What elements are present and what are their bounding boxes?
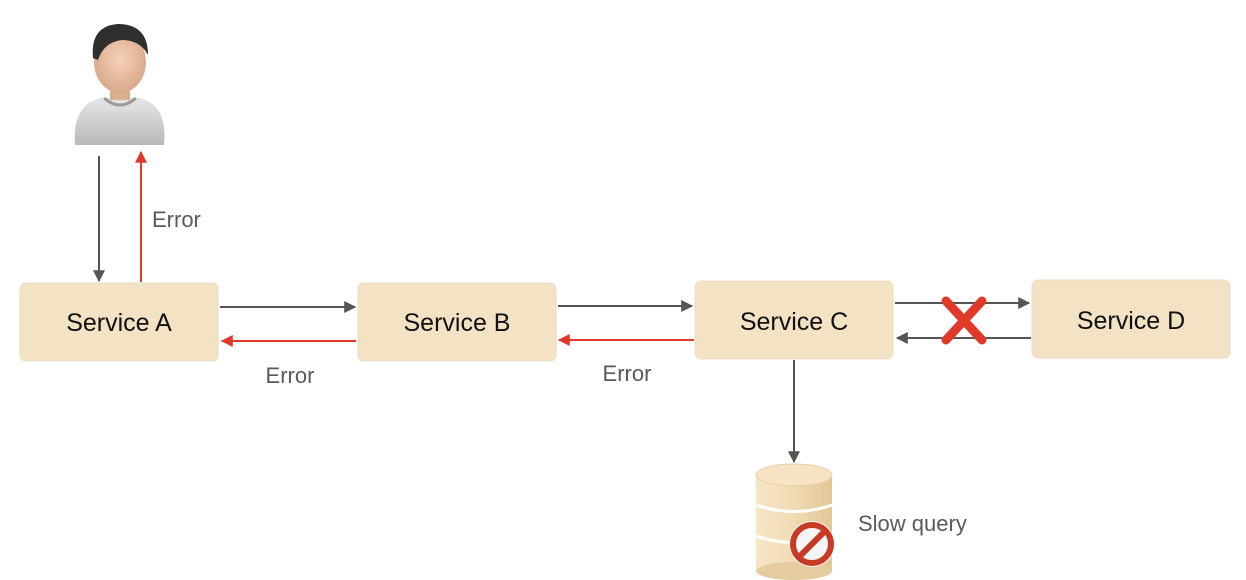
service-a-node: Service A	[19, 282, 219, 362]
service-d-label: Service D	[1077, 307, 1185, 335]
user-avatar-icon	[74, 24, 165, 145]
service-d-node: Service D	[1031, 279, 1231, 359]
service-b-label: Service B	[404, 309, 511, 337]
slow-query-label: Slow query	[858, 511, 967, 536]
service-a-label: Service A	[66, 309, 172, 337]
prohibited-icon	[789, 521, 835, 567]
service-c-node: Service C	[694, 280, 894, 360]
service-b-node: Service B	[357, 282, 557, 362]
error-label-b-a: Error	[266, 363, 315, 388]
error-label-c-b: Error	[603, 361, 652, 386]
red-x-icon	[941, 296, 987, 345]
service-c-label: Service C	[740, 308, 848, 336]
error-label-a-user: Error	[152, 207, 201, 232]
